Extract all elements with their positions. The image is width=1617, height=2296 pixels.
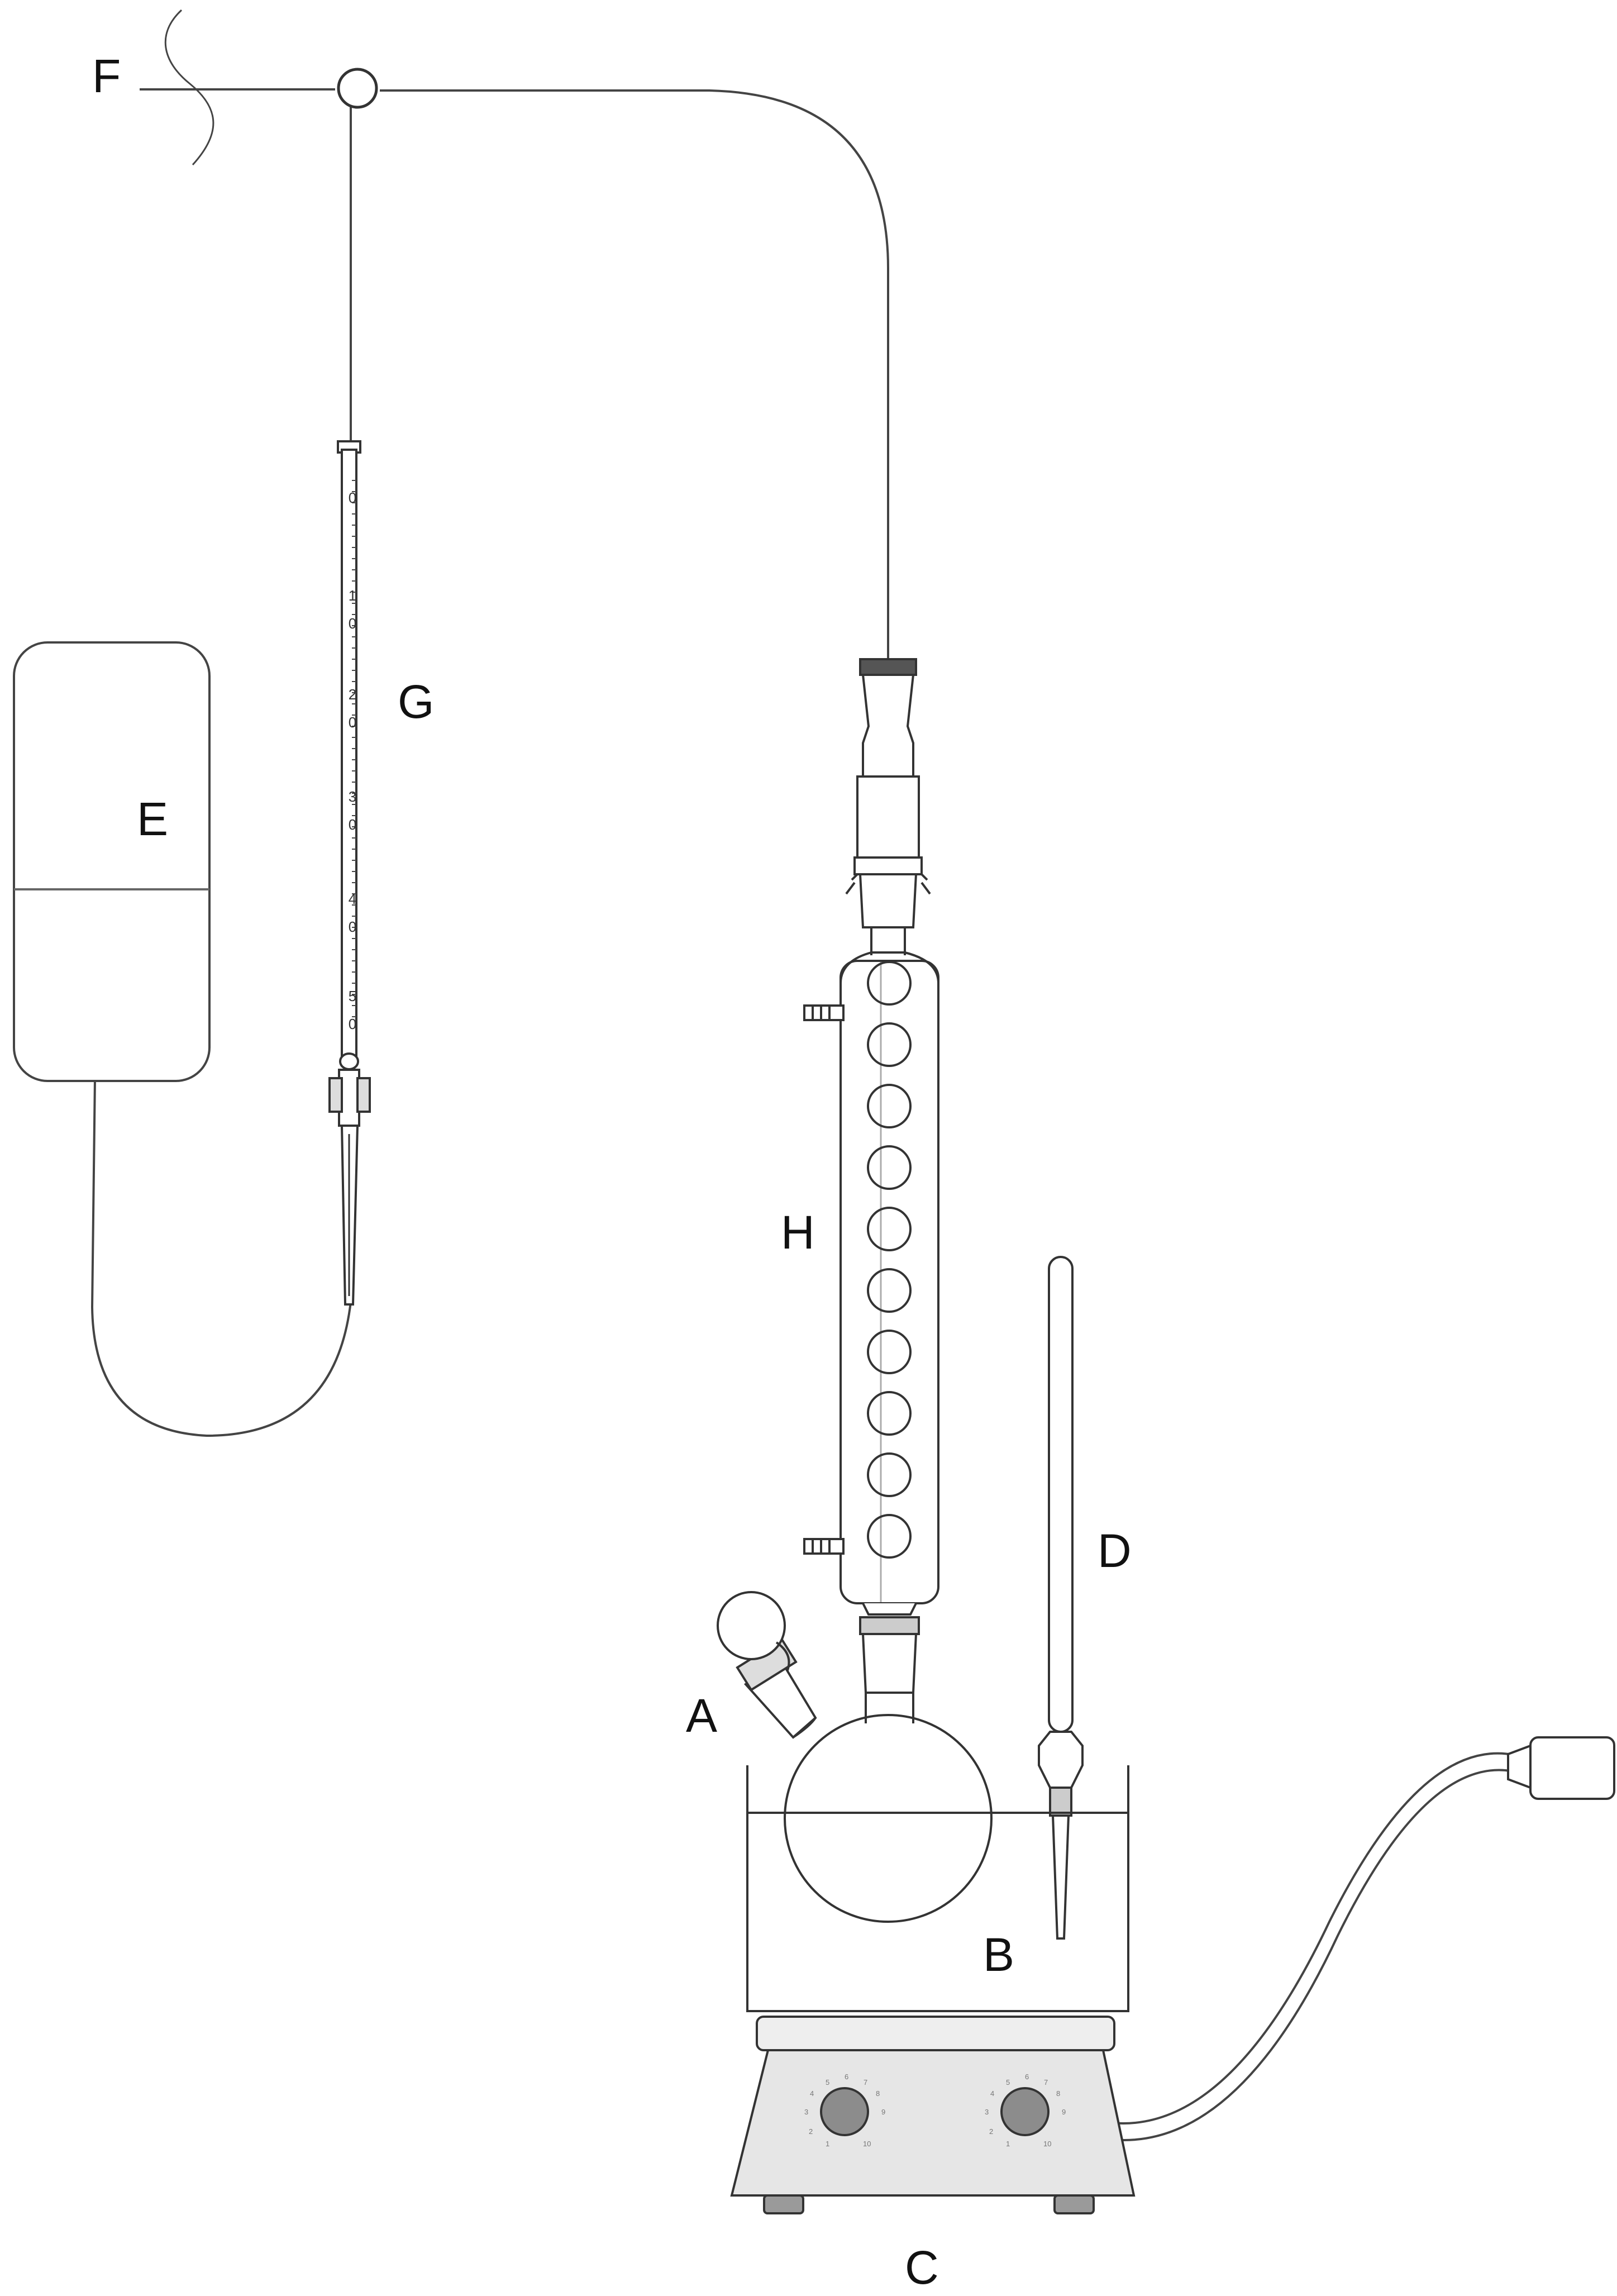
- three-way-junction: [337, 68, 378, 109]
- round-bottom-flask: [784, 1714, 993, 1923]
- line-to-condenser: [380, 89, 889, 662]
- svg-text:9: 9: [1062, 2108, 1066, 2116]
- label-f: F: [92, 50, 121, 102]
- label-h: H: [781, 1206, 815, 1259]
- svg-text:4: 4: [990, 2089, 994, 2098]
- svg-text:5: 5: [826, 2078, 829, 2087]
- reservoir-tubing: [90, 1078, 352, 1437]
- svg-text:9: 9: [881, 2108, 885, 2116]
- tubing: [90, 9, 1531, 2141]
- stopcock-handle-left: [328, 1077, 343, 1113]
- svg-text:8: 8: [1056, 2089, 1060, 2098]
- temperature-knob: [820, 2087, 869, 2136]
- svg-text:1: 1: [1006, 2140, 1010, 2148]
- label-b: B: [983, 1928, 1014, 1981]
- svg-text:1: 1: [826, 2140, 829, 2148]
- power-cable: [1111, 1752, 1531, 2124]
- burette-scale-label: 0: [349, 816, 356, 833]
- burette-scale-label: 3: [349, 788, 356, 805]
- reservoir-vessel: [13, 641, 211, 1082]
- hotplate-stirrer: 5 6 7 4 8 3 9 2 1 10 5 6 7 4 8 3 9 2 1 1…: [730, 2016, 1136, 2214]
- power-plug: [1507, 1736, 1615, 1800]
- condenser-bulbs: [867, 961, 912, 1559]
- glass-stopper: [717, 1591, 786, 1660]
- svg-text:7: 7: [1044, 2078, 1048, 2087]
- hotplate-foot-right: [1053, 2194, 1095, 2214]
- water-bath: [746, 1765, 1129, 2012]
- svg-text:3: 3: [804, 2108, 808, 2116]
- stopcock-handle-right: [356, 1077, 371, 1113]
- thermometer: [1038, 1256, 1084, 1940]
- svg-text:10: 10: [863, 2140, 871, 2148]
- svg-text:2: 2: [809, 2127, 813, 2136]
- burette-scale-label: 0: [349, 489, 356, 506]
- svg-text:3: 3: [985, 2108, 989, 2116]
- burette-scale-label: 0: [349, 615, 356, 632]
- hotplate-top: [756, 2016, 1115, 2051]
- break-mark: [164, 9, 214, 166]
- burette-scale-label: 2: [349, 686, 356, 703]
- burette-scale-label: 0: [349, 714, 356, 731]
- water-outlet-barb: [803, 1004, 845, 1021]
- stirring-knob: [1000, 2087, 1050, 2136]
- flask-joint: [859, 1616, 920, 1694]
- stopcock-bulb: [339, 1052, 359, 1070]
- burette-scale-label: 0: [349, 1016, 356, 1032]
- burette-scale-label: 4: [349, 890, 356, 907]
- label-e: E: [137, 793, 168, 845]
- burette-scale-label: 0: [349, 918, 356, 935]
- svg-text:10: 10: [1043, 2140, 1051, 2148]
- condenser: [803, 927, 939, 1616]
- svg-text:6: 6: [1025, 2073, 1029, 2081]
- svg-text:5: 5: [1006, 2078, 1010, 2087]
- hotplate-foot-left: [763, 2194, 804, 2214]
- burette: 0 1 0 2 0 3 0 4 0 5 0: [328, 440, 371, 1306]
- burette-graduations: [352, 480, 356, 1017]
- svg-text:6: 6: [845, 2073, 848, 2081]
- two-neck-flask: [717, 1591, 993, 1923]
- dial-scale-right: 5 6 7 4 8 3 9 2 1 10: [985, 2073, 1066, 2148]
- svg-text:7: 7: [864, 2078, 867, 2087]
- burette-scale-label: 1: [349, 587, 356, 604]
- dial-scale-left: 5 6 7 4 8 3 9 2 1 10: [804, 2073, 885, 2148]
- condenser-adapter: [845, 658, 931, 928]
- label-c: C: [905, 2241, 939, 2294]
- svg-text:8: 8: [876, 2089, 880, 2098]
- water-inlet-barb: [803, 1538, 845, 1555]
- svg-text:2: 2: [989, 2127, 993, 2136]
- hotplate-body: [730, 2049, 1136, 2197]
- label-d: D: [1098, 1525, 1132, 1577]
- label-g: G: [398, 675, 434, 728]
- power-cable-inner: [1111, 1769, 1531, 2141]
- svg-text:4: 4: [810, 2089, 814, 2098]
- label-a: A: [686, 1689, 717, 1742]
- burette-scale-label: 5: [349, 988, 356, 1004]
